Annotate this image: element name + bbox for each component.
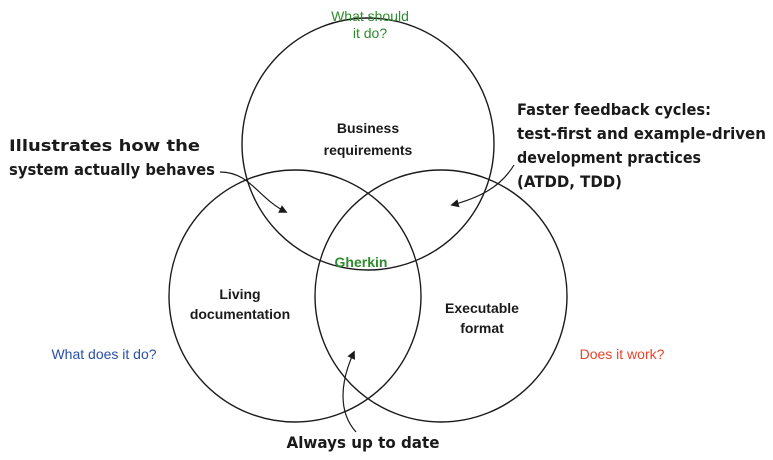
- question-top-line-2: it do?: [353, 25, 387, 41]
- gherkin-label: Gherkin: [335, 254, 388, 270]
- annotation-right-line-1: Faster feedback cycles:: [517, 100, 711, 119]
- annotation-right-line-2: test-first and example-driven: [517, 124, 766, 143]
- annotation-bottom: Always up to date: [287, 433, 440, 452]
- question-top-line-1: What should: [331, 8, 409, 24]
- annotation-right-line-3: development practices: [517, 148, 701, 167]
- arrow-bottom-annotation: [342, 350, 357, 433]
- question-right: Does it work?: [580, 346, 665, 362]
- annotation-right-line-4: (ATDD, TDD): [517, 172, 622, 191]
- executable-format-circle: [314, 169, 568, 423]
- arrow-right-annotation: [450, 164, 515, 208]
- business-label-line-2: requirements: [324, 142, 413, 158]
- living-documentation-circle: [168, 169, 422, 423]
- living-label-line-1: Living: [219, 286, 260, 302]
- business-requirements-circle: [241, 17, 495, 271]
- business-label-line-1: Business: [337, 120, 399, 136]
- living-label-line-2: documentation: [190, 306, 290, 322]
- executable-label-line-1: Executable: [445, 300, 519, 316]
- question-left: What does it do?: [51, 346, 156, 362]
- arrow-left-annotation: [219, 171, 288, 213]
- annotation-left-line-2: system actually behaves: [9, 160, 215, 179]
- annotation-left-line-1: Illustrates how the: [9, 136, 200, 155]
- executable-label-line-2: format: [460, 320, 504, 336]
